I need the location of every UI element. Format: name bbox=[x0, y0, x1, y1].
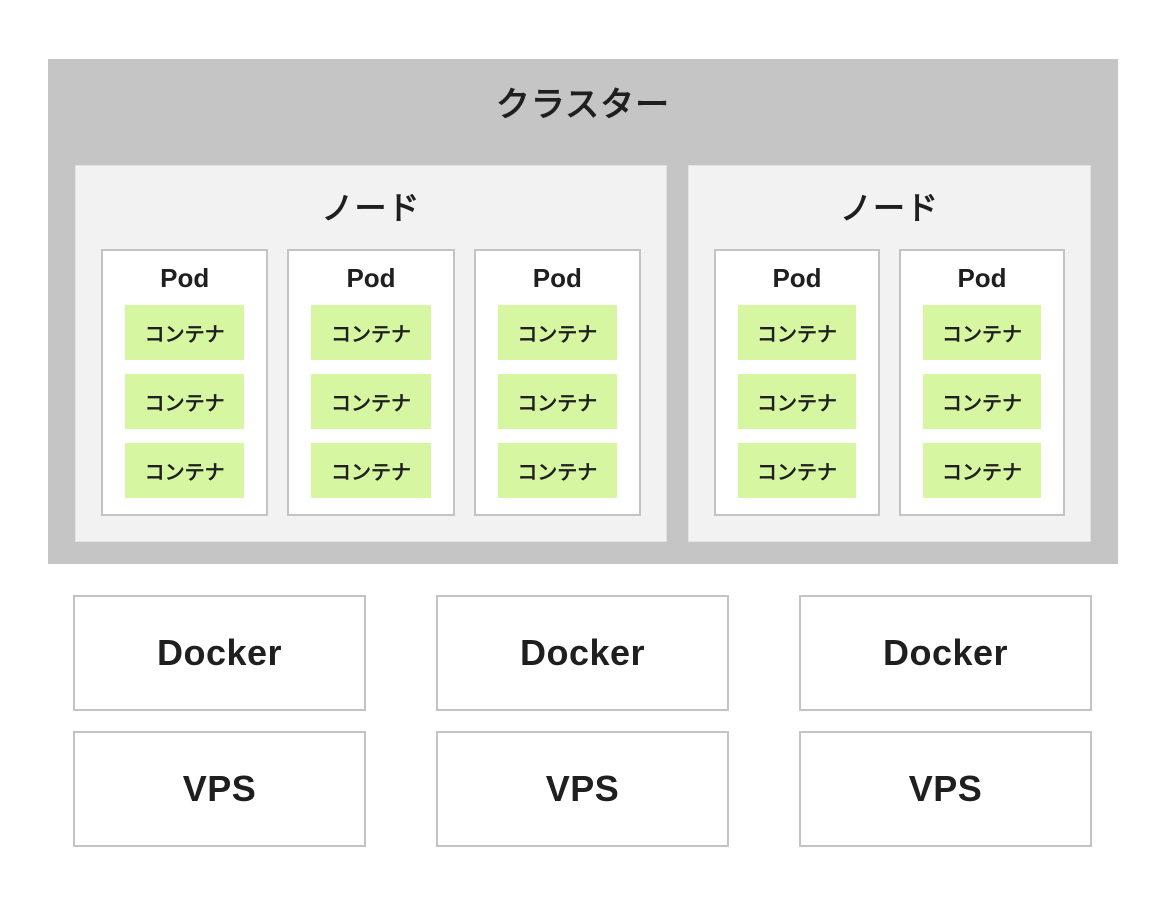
node-title: ノード bbox=[839, 190, 939, 226]
infra-column-3: Docker VPS bbox=[799, 595, 1092, 847]
infrastructure-row: Docker VPS Docker VPS Docker VPS bbox=[73, 595, 1092, 847]
pod-title: Pod bbox=[957, 263, 1007, 293]
cluster-title: クラスター bbox=[495, 86, 671, 124]
pods-row: Pod コンテナ コンテナ コンテナ Pod コンテナ コンテナ コンテナ Po… bbox=[101, 249, 641, 516]
docker-box: Docker bbox=[436, 595, 729, 711]
container-chip: コンテナ bbox=[738, 374, 856, 429]
docker-box: Docker bbox=[799, 595, 1092, 711]
container-chip: コンテナ bbox=[738, 443, 856, 498]
node-box-2: ノード Pod コンテナ コンテナ コンテナ Pod コンテナ コンテナ コンテ… bbox=[688, 165, 1091, 542]
pod-title: Pod bbox=[532, 263, 582, 293]
pod-box: Pod コンテナ コンテナ コンテナ bbox=[287, 249, 455, 516]
container-chip: コンテナ bbox=[125, 374, 245, 429]
container-chip: コンテナ bbox=[497, 374, 617, 429]
docker-box: Docker bbox=[73, 595, 366, 711]
pod-title: Pod bbox=[160, 263, 210, 293]
cluster-box: クラスター ノード Pod コンテナ コンテナ コンテナ Pod コンテナ コン… bbox=[48, 59, 1118, 564]
pod-title: Pod bbox=[772, 263, 822, 293]
node-box-1: ノード Pod コンテナ コンテナ コンテナ Pod コンテナ コンテナ コンテ… bbox=[75, 165, 667, 542]
container-chip: コンテナ bbox=[738, 305, 856, 360]
pods-row: Pod コンテナ コンテナ コンテナ Pod コンテナ コンテナ コンテナ bbox=[714, 249, 1065, 516]
container-chip: コンテナ bbox=[497, 443, 617, 498]
container-chip: コンテナ bbox=[311, 305, 431, 360]
container-chip: コンテナ bbox=[125, 305, 245, 360]
pod-box: Pod コンテナ コンテナ コンテナ bbox=[899, 249, 1065, 516]
container-chip: コンテナ bbox=[497, 305, 617, 360]
pod-box: Pod コンテナ コンテナ コンテナ bbox=[473, 249, 641, 516]
infra-column-1: Docker VPS bbox=[73, 595, 366, 847]
vps-box: VPS bbox=[436, 731, 729, 847]
infra-column-2: Docker VPS bbox=[436, 595, 729, 847]
pod-title: Pod bbox=[346, 263, 396, 293]
nodes-row: ノード Pod コンテナ コンテナ コンテナ Pod コンテナ コンテナ コンテ… bbox=[75, 165, 1091, 542]
container-chip: コンテナ bbox=[311, 374, 431, 429]
container-chip: コンテナ bbox=[923, 374, 1041, 429]
node-title: ノード bbox=[321, 190, 421, 226]
pod-box: Pod コンテナ コンテナ コンテナ bbox=[714, 249, 880, 516]
container-chip: コンテナ bbox=[923, 443, 1041, 498]
container-chip: コンテナ bbox=[311, 443, 431, 498]
pod-box: Pod コンテナ コンテナ コンテナ bbox=[101, 249, 269, 516]
vps-box: VPS bbox=[73, 731, 366, 847]
container-chip: コンテナ bbox=[125, 443, 245, 498]
container-chip: コンテナ bbox=[923, 305, 1041, 360]
vps-box: VPS bbox=[799, 731, 1092, 847]
